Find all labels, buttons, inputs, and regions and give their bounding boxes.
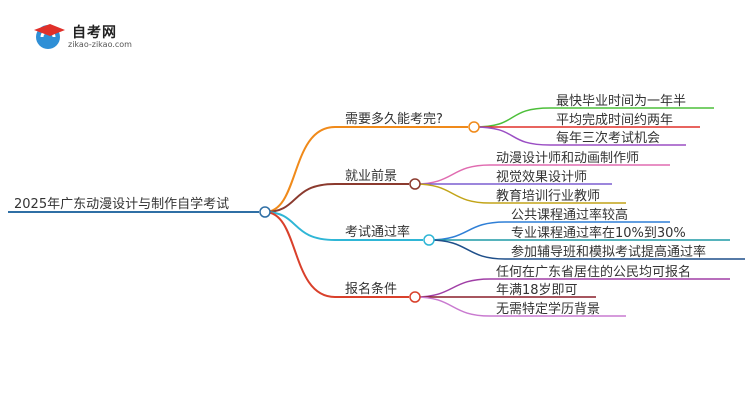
leaf-connector [473,107,551,128]
site-logo[interactable]: 自考网 zikao-zikao.com [32,20,152,52]
leaf-label[interactable]: 公共课程通过率较高 [511,207,628,223]
branch-label[interactable]: 考试通过率 [345,224,410,240]
root-branch-connector [264,211,336,298]
leaf-label[interactable]: 教育培训行业教师 [496,188,600,204]
leaf-label[interactable]: 无需特定学历背景 [496,301,600,317]
root-branch-connector [264,211,336,241]
leaf-label[interactable]: 最快毕业时间为一年半 [556,94,686,109]
branch-node[interactable] [409,291,421,303]
leaf-connector [414,164,491,185]
graduation-cap-icon [34,24,65,49]
site-name: 自考网 [72,25,117,41]
site-url: zikao-zikao.com [68,40,132,49]
leaf-label[interactable]: 视觉效果设计师 [496,170,587,185]
branch-node[interactable] [409,178,421,190]
root-topic[interactable]: 2025年广东动漫设计与制作自学考试 [14,196,229,212]
leaf-label[interactable]: 动漫设计师和动画制作师 [496,151,639,166]
branch-node[interactable] [468,121,480,133]
leaf-connector [428,239,506,260]
leaf-connector [414,278,491,298]
branch-label[interactable]: 需要多久能考完? [345,111,443,127]
leaf-connector [428,221,506,241]
leaf-label[interactable]: 平均完成时间约两年 [556,113,673,128]
leaf-connector [414,183,491,204]
leaf-label[interactable]: 年满18岁即可 [496,283,578,298]
root-branch-connector [264,183,336,213]
branch-node[interactable] [423,234,435,246]
leaf-connector [473,126,551,146]
branch-label[interactable]: 就业前景 [345,168,397,184]
root-node[interactable] [259,206,271,218]
leaf-label[interactable]: 任何在广东省居住的公民均可报名 [496,264,691,280]
root-branch-connector [264,126,336,213]
leaf-label[interactable]: 专业课程通过率在10%到30% [511,225,686,241]
leaf-connector [414,296,491,317]
branch-label[interactable]: 报名条件 [345,281,397,297]
leaf-label[interactable]: 每年三次考试机会 [556,130,660,146]
leaf-label[interactable]: 参加辅导班和模拟考试提高通过率 [511,244,706,260]
